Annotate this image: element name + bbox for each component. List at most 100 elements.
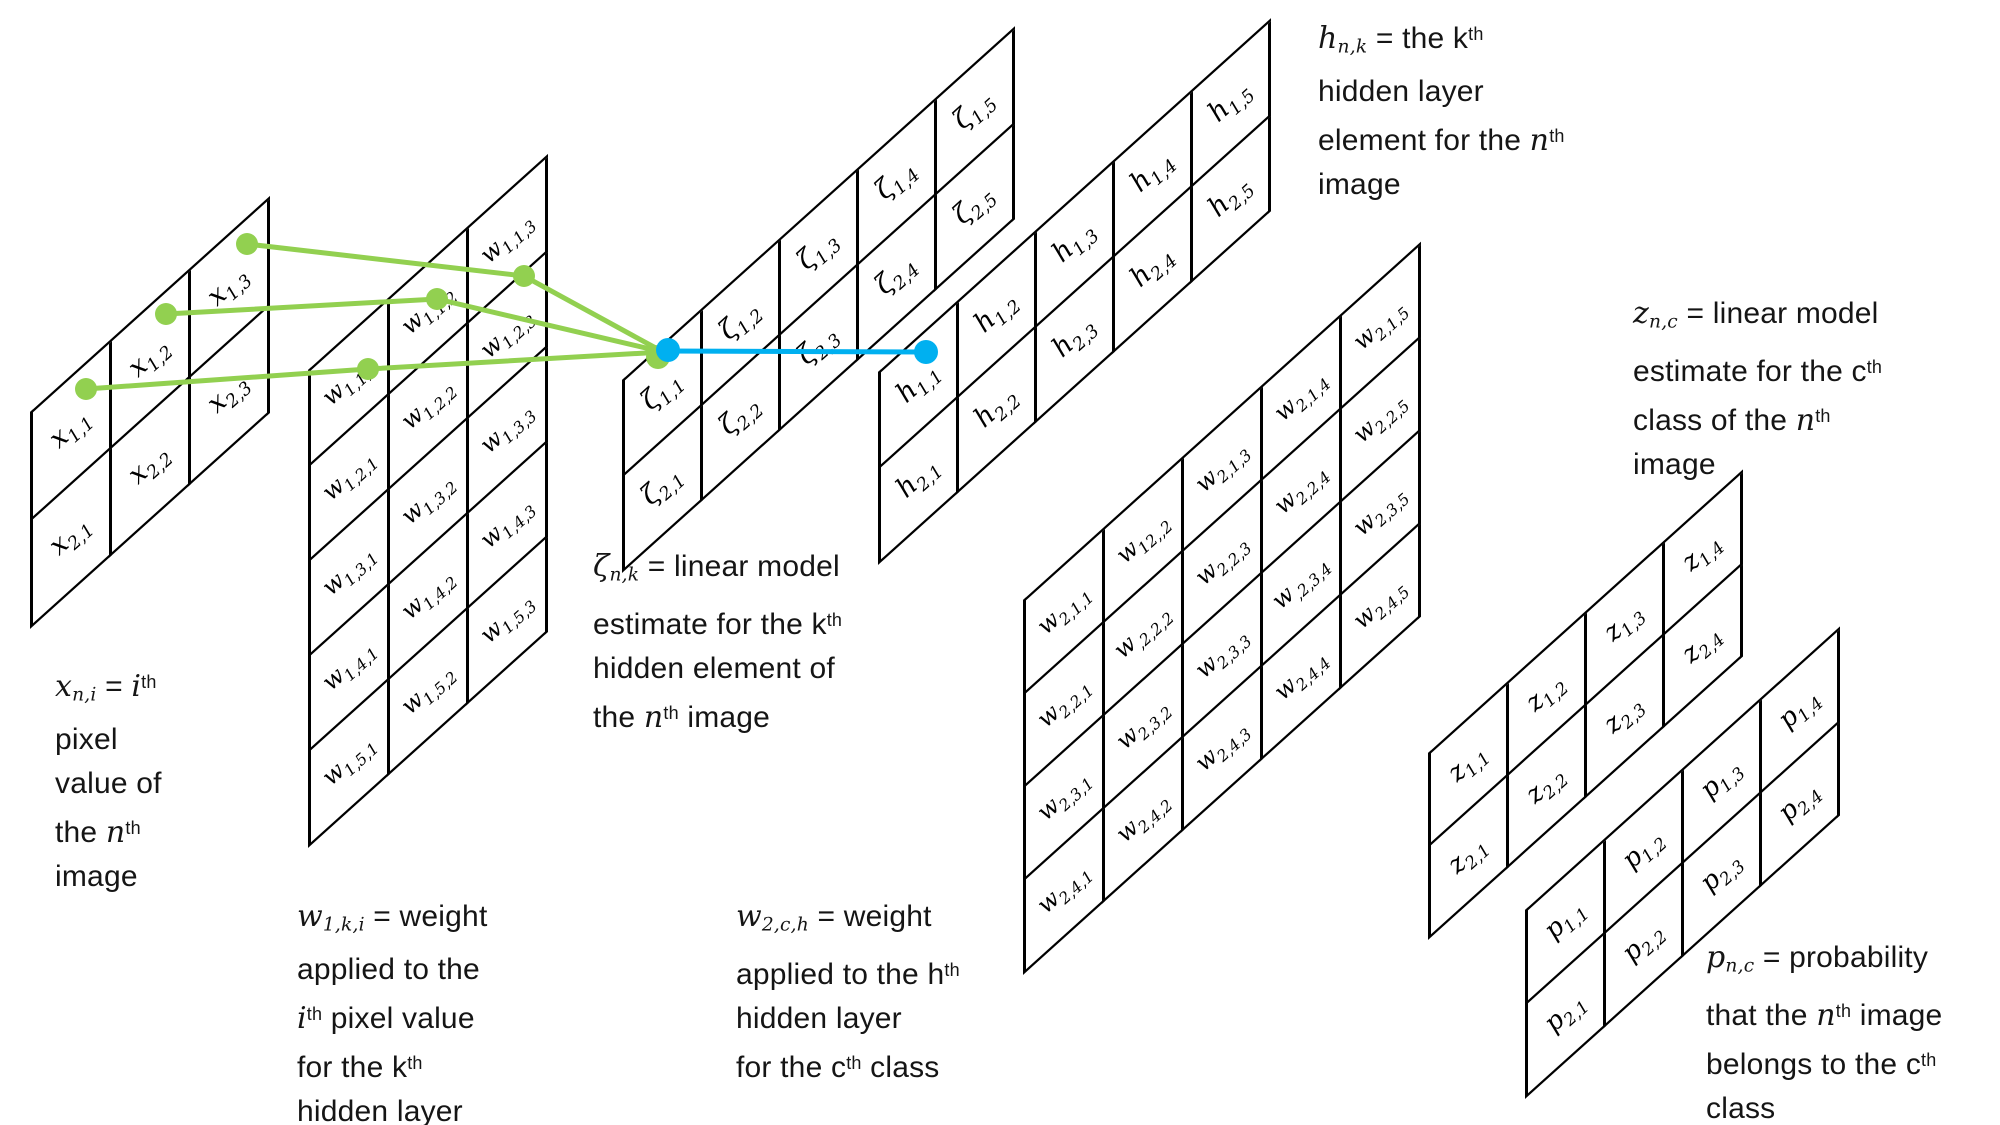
cell-label: p2,1 [1537, 997, 1594, 1039]
cell-label: z2,2 [1519, 769, 1574, 810]
cell-label: h1,2 [967, 296, 1026, 340]
cell-label: w1,1,3 [473, 217, 541, 270]
cell-label: w1,1,1 [315, 359, 383, 412]
cell-label: w1,4,2 [394, 573, 462, 626]
cell-label: z2,4 [1675, 629, 1730, 669]
annotation-line: image [1318, 167, 1401, 201]
cell-label: h2,5 [1201, 180, 1260, 224]
cell-label: w2,3,2 [1109, 703, 1177, 756]
cell-label: w2,1,1 [1030, 588, 1098, 641]
cell-label: w1,4,3 [473, 502, 541, 555]
annotation-line: w1,k,i = weight [297, 899, 488, 936]
cell-label: w2,3,5 [1346, 489, 1414, 543]
annotation-line: that the nth image [1706, 997, 1943, 1033]
annotation-line: estimate for the kth [593, 607, 843, 641]
annotation-line: ζn,k = linear model [593, 549, 840, 586]
annotation-line: pn,c = probability [1706, 940, 1929, 977]
cell-label: x1,1 [43, 412, 99, 455]
cell-label: w1,2,1 [315, 454, 383, 507]
cell-label: w1,4,1 [315, 644, 383, 697]
cell-label: ζ1,2 [712, 305, 769, 347]
annotation-line: for the cth class [736, 1050, 940, 1084]
cell-label: h2,2 [967, 391, 1026, 435]
cell-label: x1,3 [201, 270, 257, 313]
cell-label: h1,5 [1201, 85, 1260, 129]
cell-label: w2,3,1 [1030, 774, 1098, 827]
cell-label: p2,3 [1693, 857, 1750, 899]
cell-label: x2,2 [122, 448, 178, 491]
cell-label: w2,2,4 [1267, 467, 1335, 521]
annotation-p: pn,c = probability that the nth image belo… [1706, 936, 1942, 1125]
annotation-line: hn,k = the kth [1318, 21, 1484, 58]
cell-label: w2,2,1 [1030, 681, 1098, 734]
annotation-line: pixel [55, 722, 118, 756]
cell-label: z1,3 [1597, 607, 1652, 647]
annotation-line: for the kth [297, 1050, 423, 1084]
annotation-line: belongs to the cth [1706, 1047, 1937, 1081]
cell-label: ζ2,2 [712, 400, 769, 442]
cell-label: w1,3,1 [315, 549, 383, 602]
cell-label: x1,2 [122, 341, 178, 384]
annotation-w2: w2,c,h = weight applied to the hth hidden … [736, 895, 960, 1090]
cell-label: z2,1 [1441, 840, 1496, 880]
cell-label: w2,4,1 [1030, 867, 1098, 920]
cell-label: z1,4 [1675, 537, 1730, 577]
cell-label: z1,1 [1441, 748, 1496, 788]
cell-label: w12,,2 [1109, 517, 1177, 570]
cell-label: w1,2,2 [394, 383, 462, 436]
cell-label: w1,5,3 [473, 597, 541, 650]
cell-label: h2,3 [1045, 321, 1104, 365]
cell-label: w2,3,3 [1188, 632, 1256, 685]
cell-label: w2,2,5 [1346, 396, 1414, 450]
annotation-line: applied to the [297, 952, 480, 986]
cell-label: w2,4,5 [1346, 582, 1414, 636]
annotation-line: hidden layer [736, 1001, 902, 1035]
annotation-w1: w1,k,i = weight applied to the ith pixel v… [297, 895, 487, 1125]
annotation-line: zn,c = linear model [1633, 296, 1879, 333]
cell-label: ζ2,4 [868, 259, 925, 302]
annotation-line: the nth image [593, 699, 771, 735]
annotation-line: hidden layer [1318, 74, 1484, 108]
cell-label: z2,3 [1597, 699, 1652, 739]
annotation-line: value of [55, 766, 162, 800]
cell-label: w2,4,3 [1188, 725, 1256, 778]
cell-label: p1,3 [1693, 764, 1750, 806]
cell-label: h2,4 [1123, 251, 1182, 295]
cell-label: w1,5,2 [394, 668, 462, 721]
cell-label: ζ1,3 [790, 235, 847, 277]
annotation-line: xn,i = ith [55, 669, 157, 706]
cell-label: w2,1,5 [1346, 303, 1414, 357]
cell-label: w1,2,3 [473, 312, 541, 365]
cell-label: h1,3 [1045, 226, 1104, 270]
cell-label: w1,1,2 [394, 288, 462, 341]
cell-label: ζ2,1 [634, 470, 691, 512]
cell-label: ζ2,5 [946, 189, 1003, 231]
cell-label: w2,2,3 [1188, 539, 1256, 592]
cell-label: h1,4 [1123, 156, 1182, 200]
annotation-line: applied to the hth [736, 957, 960, 991]
cell-label: p2,4 [1771, 786, 1828, 829]
annotation-line: ith pixel value [297, 1000, 475, 1036]
annotation-line: image [1633, 447, 1716, 481]
cell-label: z1,2 [1519, 677, 1574, 718]
cell-label: h2,1 [889, 461, 948, 505]
cell-label: w2,1,4 [1267, 374, 1335, 428]
cell-label: x2,1 [43, 519, 99, 562]
cell-label: w2,1,3 [1188, 446, 1256, 499]
cell-label: w1,5,1 [315, 739, 383, 792]
cell-label: p1,4 [1771, 693, 1828, 736]
cell-label: w1,3,2 [394, 478, 462, 531]
cell-label: w,2,3,4 [1265, 559, 1337, 615]
annotation-line: estimate for the cth [1633, 354, 1883, 388]
annotation-line: w2,c,h = weight [736, 899, 932, 936]
cell-label: ζ1,1 [634, 375, 691, 417]
